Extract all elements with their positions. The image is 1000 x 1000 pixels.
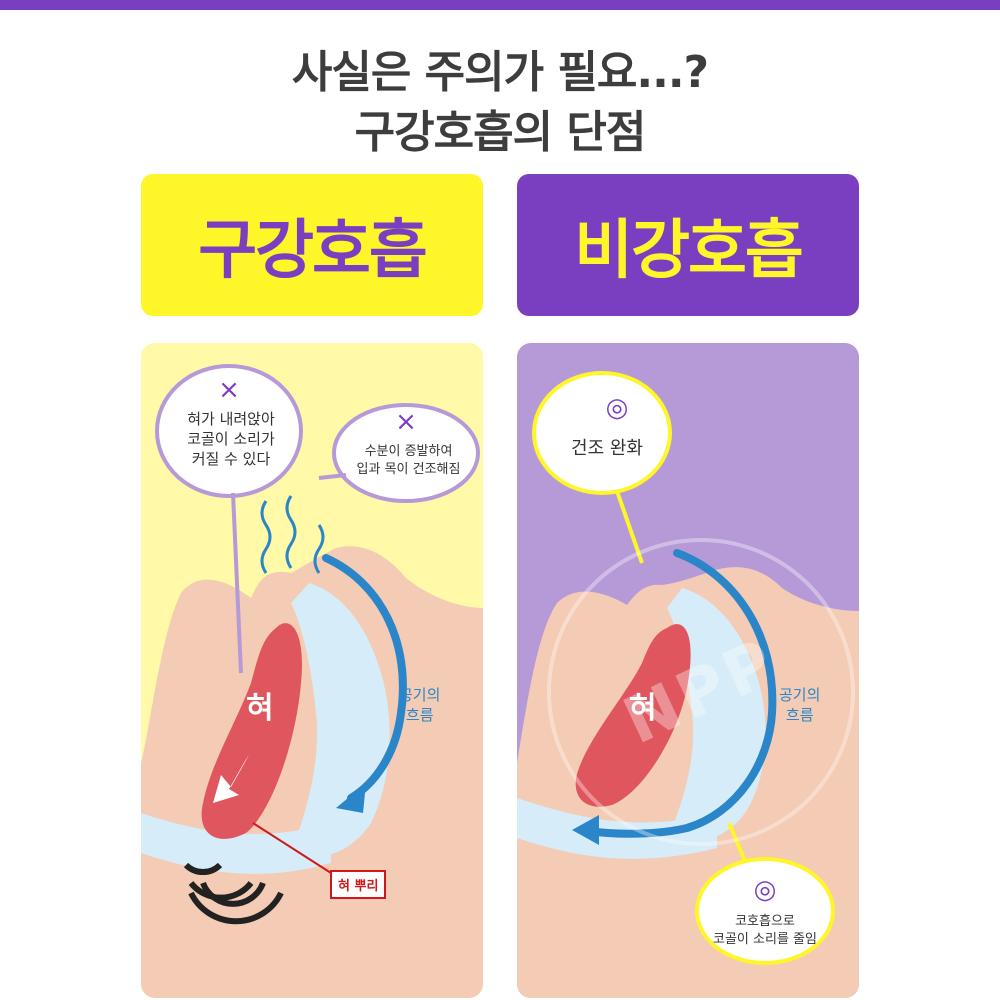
headline-line-1: 사실은 주의가 필요...?: [291, 47, 709, 98]
tongue-label: 혀: [629, 691, 657, 726]
tongue-shape: [575, 624, 691, 807]
headline-line-2: 구강호흡의 단점: [354, 107, 647, 158]
nasal-breathing-heading: 비강호흡: [517, 174, 859, 316]
nasal-breathing-drawing: [517, 371, 859, 998]
positive-mark-icon: ◎: [605, 393, 629, 423]
tongue-label: 혀: [246, 691, 274, 726]
positive-mark-icon: ◎: [753, 875, 777, 905]
tongue-drop-warning: 혀가 내려앉아 코골이 소리가 커질 수 있다: [187, 410, 275, 468]
dryness-relief-text: 건조 완화: [571, 438, 643, 459]
mouth-breathing-illustration: × 혀가 내려앉아 코골이 소리가 커질 수 있다 × 수분이 증발하여 입과 …: [141, 343, 483, 998]
top-accent-bar: [0, 0, 1000, 10]
mouth-breathing-heading: 구강호흡: [141, 174, 483, 316]
air-flow-label: 공기의 흐름: [399, 686, 441, 724]
snoring-reduction-text: 코호흡으로 코골이 소리를 줄임: [713, 914, 817, 947]
nasal-breathing-illustration: NPP ◎ 건조 완화 ◎ 코호흡으로 코골이 소리를 줄임 혀 공기의 흐름: [517, 343, 859, 998]
mouth-breathing-drawing: [141, 364, 483, 998]
tongue-root-label: 혀 뿌리: [330, 870, 387, 899]
dryness-warning: 수분이 증발하여 입과 목이 건조해짐: [356, 444, 461, 477]
negative-mark-icon: ×: [218, 375, 240, 405]
air-flow-label: 공기의 흐름: [779, 686, 821, 724]
negative-mark-icon: ×: [395, 407, 417, 437]
